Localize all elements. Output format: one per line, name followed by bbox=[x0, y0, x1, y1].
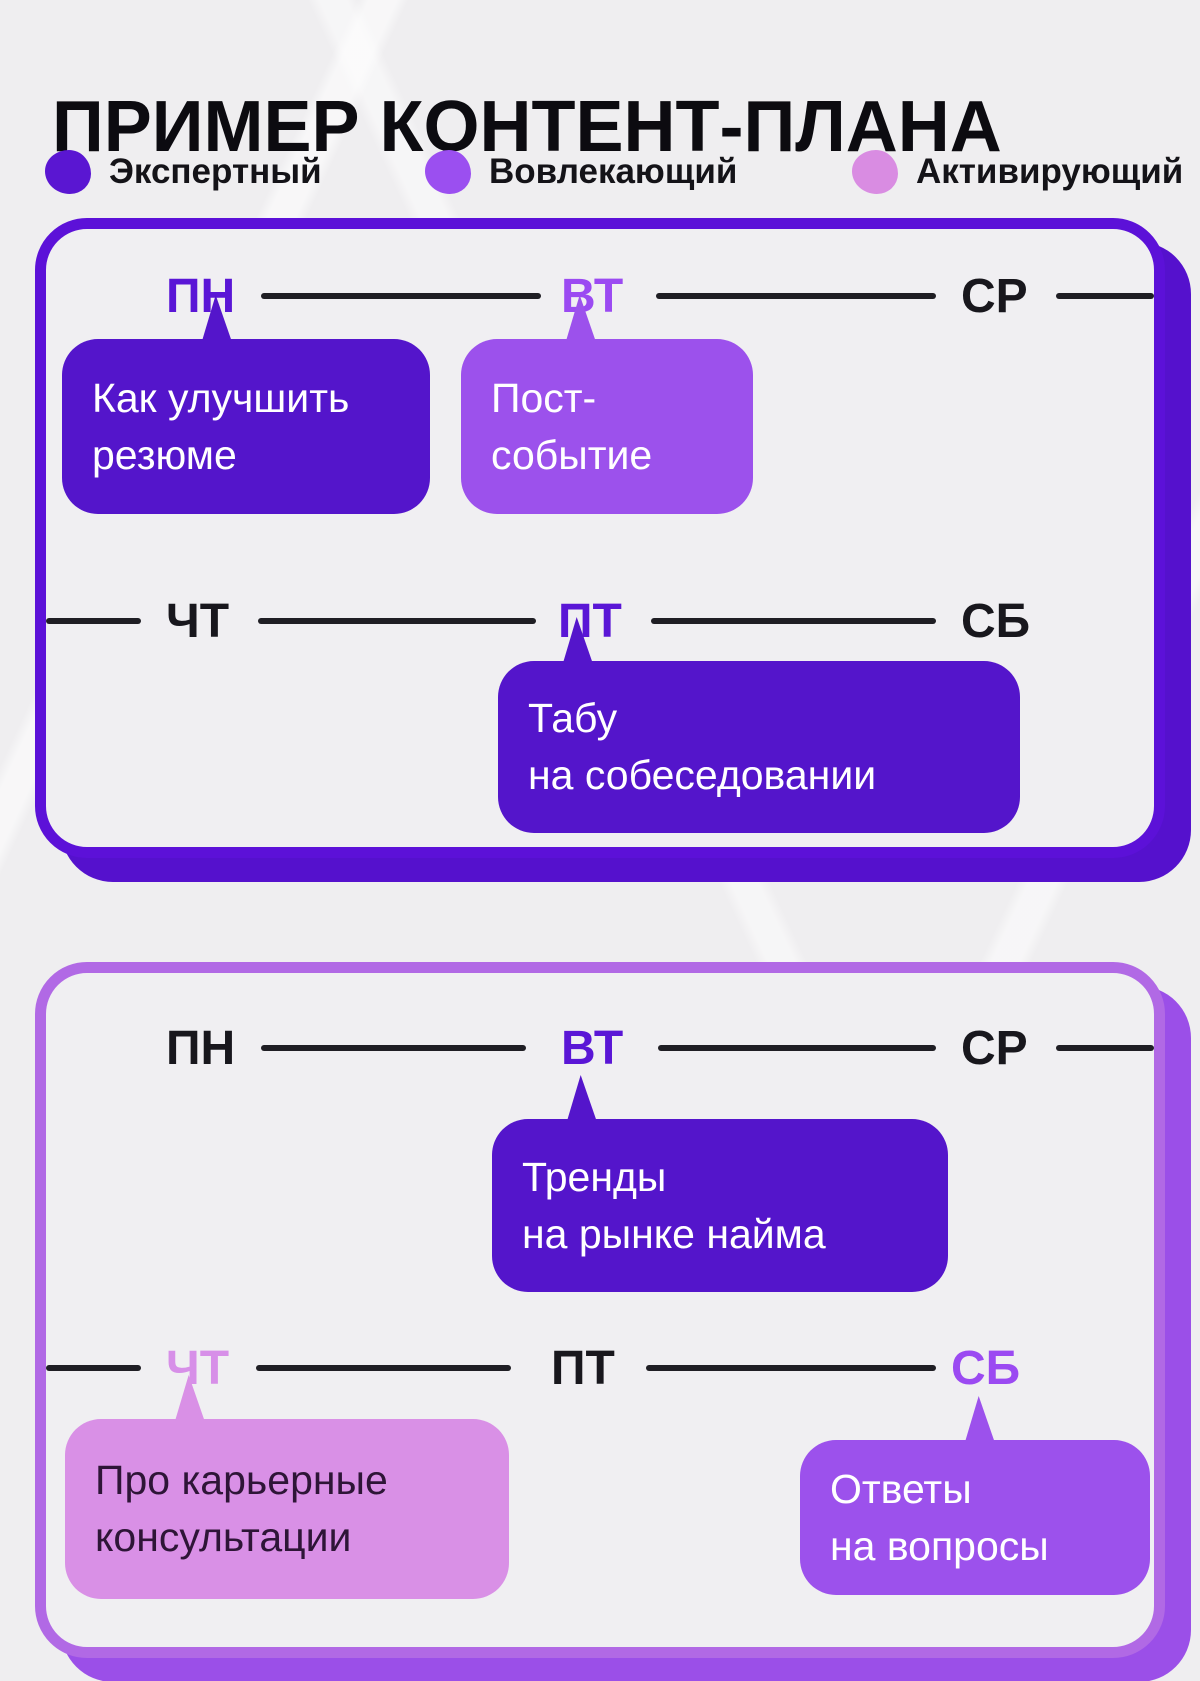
legend-dot-activating-icon bbox=[852, 150, 898, 194]
post-bubble-tue: Тренды на рынке найма bbox=[492, 1075, 948, 1292]
divider-line bbox=[646, 1365, 936, 1371]
divider-line bbox=[1056, 1045, 1154, 1051]
day-label-wed: СР bbox=[961, 1022, 1028, 1075]
legend-label: Вовлекающий bbox=[489, 152, 738, 191]
post-text: на собеседовании bbox=[528, 752, 877, 798]
divider-line bbox=[46, 1365, 141, 1371]
post-bubble-mon: Как улучшить резюме bbox=[62, 295, 430, 514]
legend-item-engaging: Вовлекающий bbox=[425, 150, 737, 194]
legend-dot-engaging-icon bbox=[425, 150, 471, 194]
post-bubble-tue: Пост- событие bbox=[461, 295, 753, 514]
legend-label: Экспертный bbox=[109, 152, 322, 191]
legend-item-activating: Активирующий bbox=[852, 150, 1183, 194]
day-label-tue: ВТ bbox=[561, 1022, 624, 1075]
divider-line bbox=[256, 1365, 511, 1371]
post-bubble-sat: Ответы на вопросы bbox=[800, 1396, 1150, 1595]
post-text: Про карьерные bbox=[95, 1457, 388, 1504]
week-2-card: ПН ВТ СР Тренды на рынке найма ЧТ ПТ СБ … bbox=[35, 962, 1165, 1658]
bubble-tail bbox=[567, 1075, 597, 1121]
post-text: консультации bbox=[95, 1514, 352, 1560]
post-text: Ответы bbox=[830, 1465, 972, 1512]
week-1-card: ПН ВТ СР Как улучшить резюме Пост- событ… bbox=[35, 218, 1165, 858]
day-label-mon: ПН bbox=[166, 270, 236, 323]
day-label-fri: ПТ bbox=[551, 1342, 615, 1395]
legend-item-expert: Экспертный bbox=[45, 150, 322, 194]
post-text: Пост- bbox=[491, 374, 597, 421]
post-text: Табу bbox=[528, 695, 618, 742]
day-label-tue: ВТ bbox=[561, 270, 624, 323]
divider-line bbox=[658, 1045, 936, 1051]
day-label-thu: ЧТ bbox=[166, 595, 230, 648]
post-text: на вопросы bbox=[830, 1522, 1049, 1569]
day-label-sat: СБ bbox=[951, 1342, 1021, 1395]
divider-line bbox=[651, 618, 936, 624]
post-text: Как улучшить bbox=[92, 374, 350, 421]
post-text: Тренды bbox=[522, 1153, 667, 1200]
divider-line bbox=[258, 618, 536, 624]
divider-line bbox=[1056, 293, 1154, 299]
day-label-fri: ПТ bbox=[558, 595, 622, 648]
divider-line bbox=[261, 1045, 526, 1051]
day-label-thu: ЧТ bbox=[166, 1342, 230, 1395]
day-label-mon: ПН bbox=[166, 1022, 236, 1075]
post-bubble-thu: Про карьерные консультации bbox=[65, 1375, 509, 1599]
legend-label: Активирующий bbox=[916, 152, 1184, 191]
bubble-tail bbox=[965, 1396, 995, 1442]
divider-line bbox=[46, 618, 141, 624]
divider-line bbox=[656, 293, 936, 299]
divider-line bbox=[261, 293, 541, 299]
page-title: ПРИМЕР КОНТЕНТ-ПЛАНА bbox=[52, 87, 1002, 168]
legend-dot-expert-icon bbox=[45, 150, 91, 194]
post-text: событие bbox=[491, 431, 653, 478]
day-label-sat: СБ bbox=[961, 595, 1031, 648]
post-bubble-fri: Табу на собеседовании bbox=[498, 617, 1020, 833]
day-label-wed: СР bbox=[961, 270, 1028, 323]
post-text: на рынке найма bbox=[522, 1210, 826, 1257]
post-text: резюме bbox=[92, 431, 237, 478]
